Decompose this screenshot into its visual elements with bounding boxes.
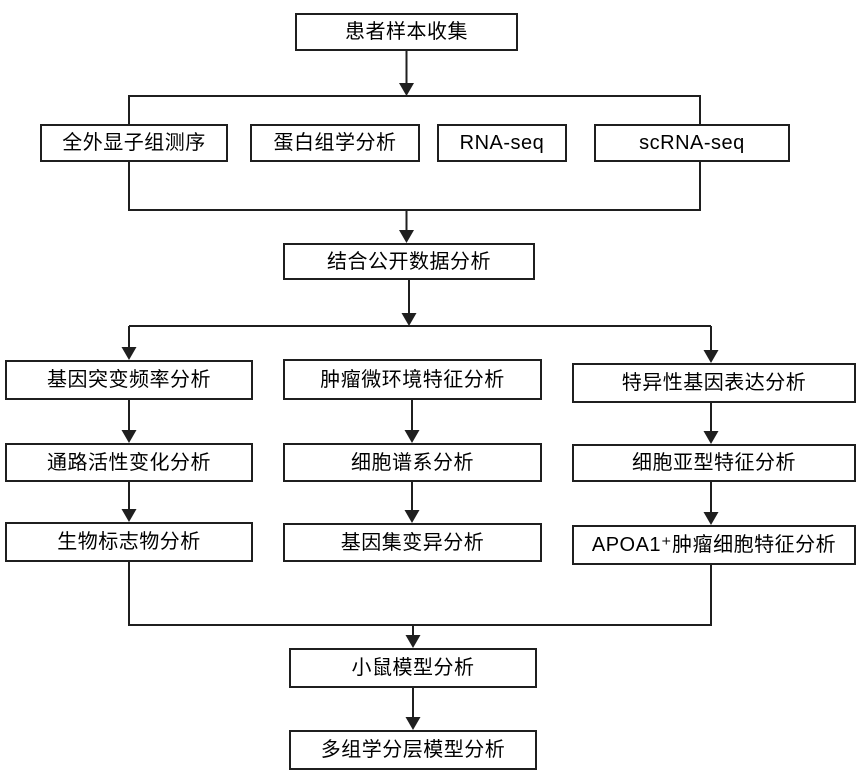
arrowhead-mouse-to-multi [405,717,421,730]
arrowhead-left1-left2 [121,430,137,443]
node-tumor-microenvironment: 肿瘤微环境特征分析 [283,359,542,400]
node-whole-exome-sequencing: 全外显子组测序 [40,124,228,162]
node-specific-gene-expression: 特异性基因表达分析 [572,363,856,403]
arrowhead-mid2-mid3 [404,510,420,523]
arrowhead-branch-to-left [121,347,137,360]
arrowhead-right1-right2 [703,431,719,444]
arrowhead-right2-right3 [703,512,719,525]
arrowhead-patient-to-bracket [399,83,414,96]
arrowhead-mid1-mid2 [404,430,420,443]
node-rna-seq: RNA-seq [437,124,567,162]
node-public-data-analysis: 结合公开数据分析 [283,243,535,280]
arrowhead-bracket-to-public [399,230,414,243]
node-cell-subtype-features: 细胞亚型特征分析 [572,444,856,482]
node-sc-rna-seq: scRNA-seq [594,124,790,162]
node-gene-set-variation: 基因集变异分析 [283,523,542,562]
node-pathway-activity-change: 通路活性变化分析 [5,443,253,482]
node-mouse-model-analysis: 小鼠模型分析 [289,648,537,688]
node-multiomics-stratified-model: 多组学分层模型分析 [289,730,537,770]
node-patient-sample-collection: 患者样本收集 [295,13,518,51]
node-proteomics-analysis: 蛋白组学分析 [250,124,420,162]
node-cell-lineage-analysis: 细胞谱系分析 [283,443,542,482]
arrowhead-branch-to-right [703,350,719,363]
arrowhead-left2-left3 [121,509,137,522]
node-gene-mutation-frequency: 基因突变频率分析 [5,360,253,400]
arrowhead-public-to-branch [401,313,417,326]
node-apoa1-tumor-cell-features: APOA1⁺肿瘤细胞特征分析 [572,525,856,565]
node-biomarker-analysis: 生物标志物分析 [5,522,253,562]
arrowhead-collector-to-mouse [405,635,421,648]
